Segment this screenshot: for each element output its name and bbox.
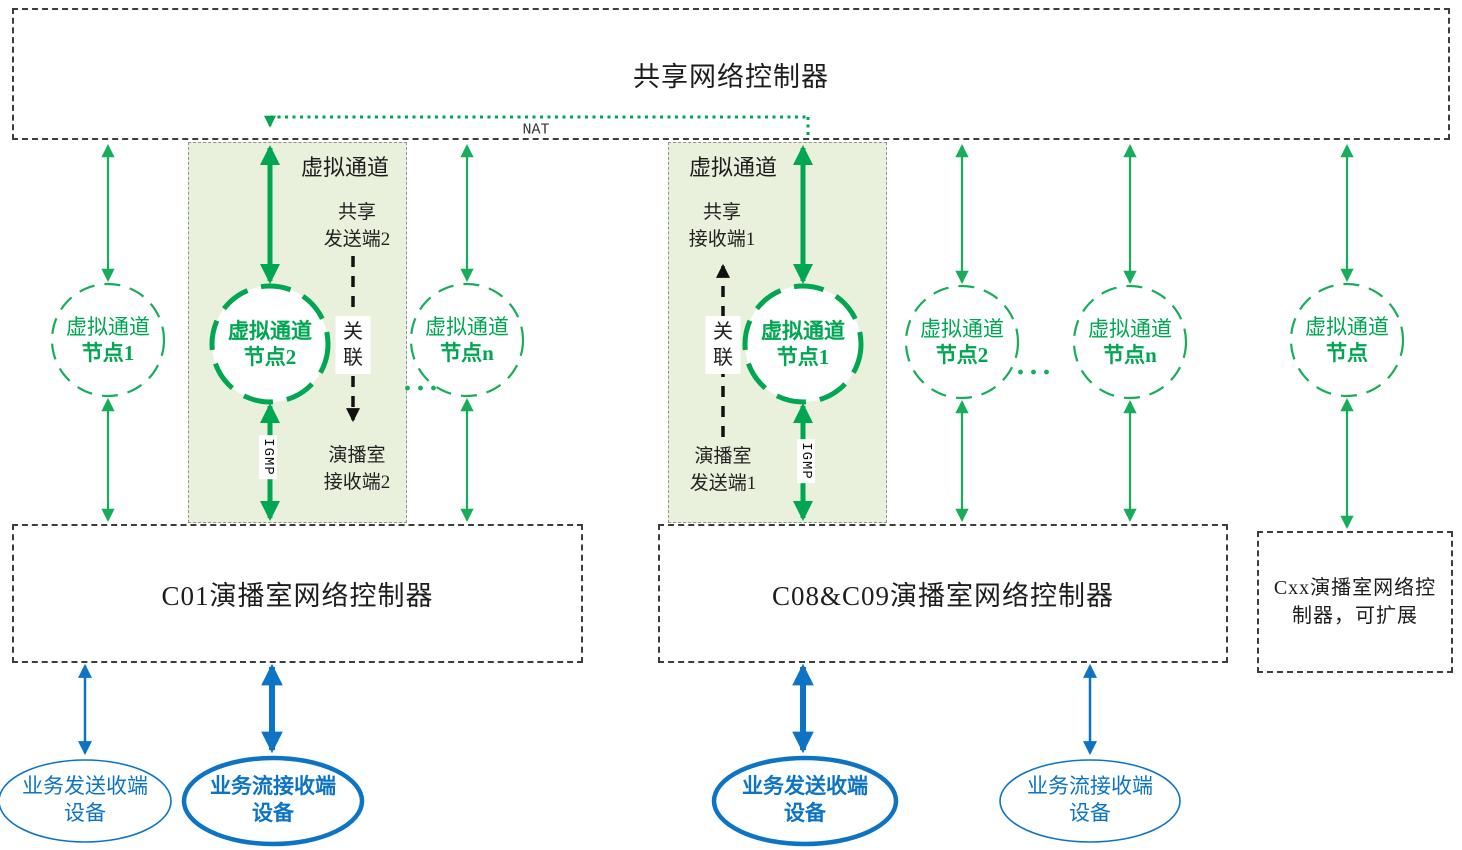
device-3-label: 业务发送收端设备	[742, 774, 868, 825]
c01-studio-controller-label: C01演播室网络控制器	[161, 581, 434, 611]
shared-network-controller-box: 共享网络控制器	[12, 8, 1450, 140]
cxx-label-line1: Cxx演播室网络控	[1273, 577, 1437, 599]
studio-sender-1-label: 演播室 发送端1	[689, 446, 757, 494]
node-2-right-label: 虚拟通道节点2	[920, 317, 1004, 367]
cxx-studio-controller-box: Cxx演播室网络控 制器，可扩展	[1257, 531, 1453, 673]
blue-device-links	[78, 663, 1097, 756]
node-extensible-label: 虚拟通道节点	[1305, 315, 1389, 365]
association-left-label: 关联	[335, 316, 371, 374]
c01-studio-controller-box: C01演播室网络控制器	[12, 524, 583, 663]
cxx-studio-controller-label: Cxx演播室网络控 制器，可扩展	[1274, 574, 1436, 630]
shared-receiver-1-label: 共享 接收端1	[688, 202, 756, 250]
node-1-label: 虚拟通道节点1	[66, 315, 150, 365]
shared-sender-2-label: 共享 发送端2	[323, 202, 391, 250]
igmp-left-label: IGMP	[259, 435, 277, 479]
virtual-channel-panel-left-title: 虚拟通道	[300, 155, 390, 180]
node-n-right-label: 虚拟通道节点n	[1088, 317, 1172, 367]
cxx-label-line2: 制器，可扩展	[1292, 605, 1418, 627]
device-1-label: 业务发送收端设备	[22, 774, 148, 825]
c08-c09-studio-controller-label: C08&C09演播室网络控制器	[771, 581, 1115, 611]
studio-receiver-2-label: 演播室 接收端2	[323, 445, 391, 493]
association-right-label: 关联	[705, 316, 741, 374]
c08-c09-studio-controller-box: C08&C09演播室网络控制器	[658, 524, 1228, 663]
virtual-channel-panel-right-title: 虚拟通道	[688, 155, 778, 180]
node-1-right-label: 虚拟通道节点1	[761, 319, 845, 369]
ellipsis-right: ···	[1015, 356, 1055, 389]
shared-network-controller-label: 共享网络控制器	[633, 61, 829, 92]
node-2-label: 虚拟通道节点2	[228, 319, 312, 369]
device-ellipses	[0, 755, 1181, 847]
device-4-label: 业务流接收端设备	[1027, 774, 1153, 825]
node-n-left-label: 虚拟通道节点n	[425, 315, 509, 365]
igmp-right-label: IGMP	[797, 439, 815, 483]
nat-label: NAT	[522, 121, 550, 139]
device-2-label: 业务流接收端设备	[210, 774, 336, 825]
ellipsis-left: ···	[402, 372, 442, 405]
